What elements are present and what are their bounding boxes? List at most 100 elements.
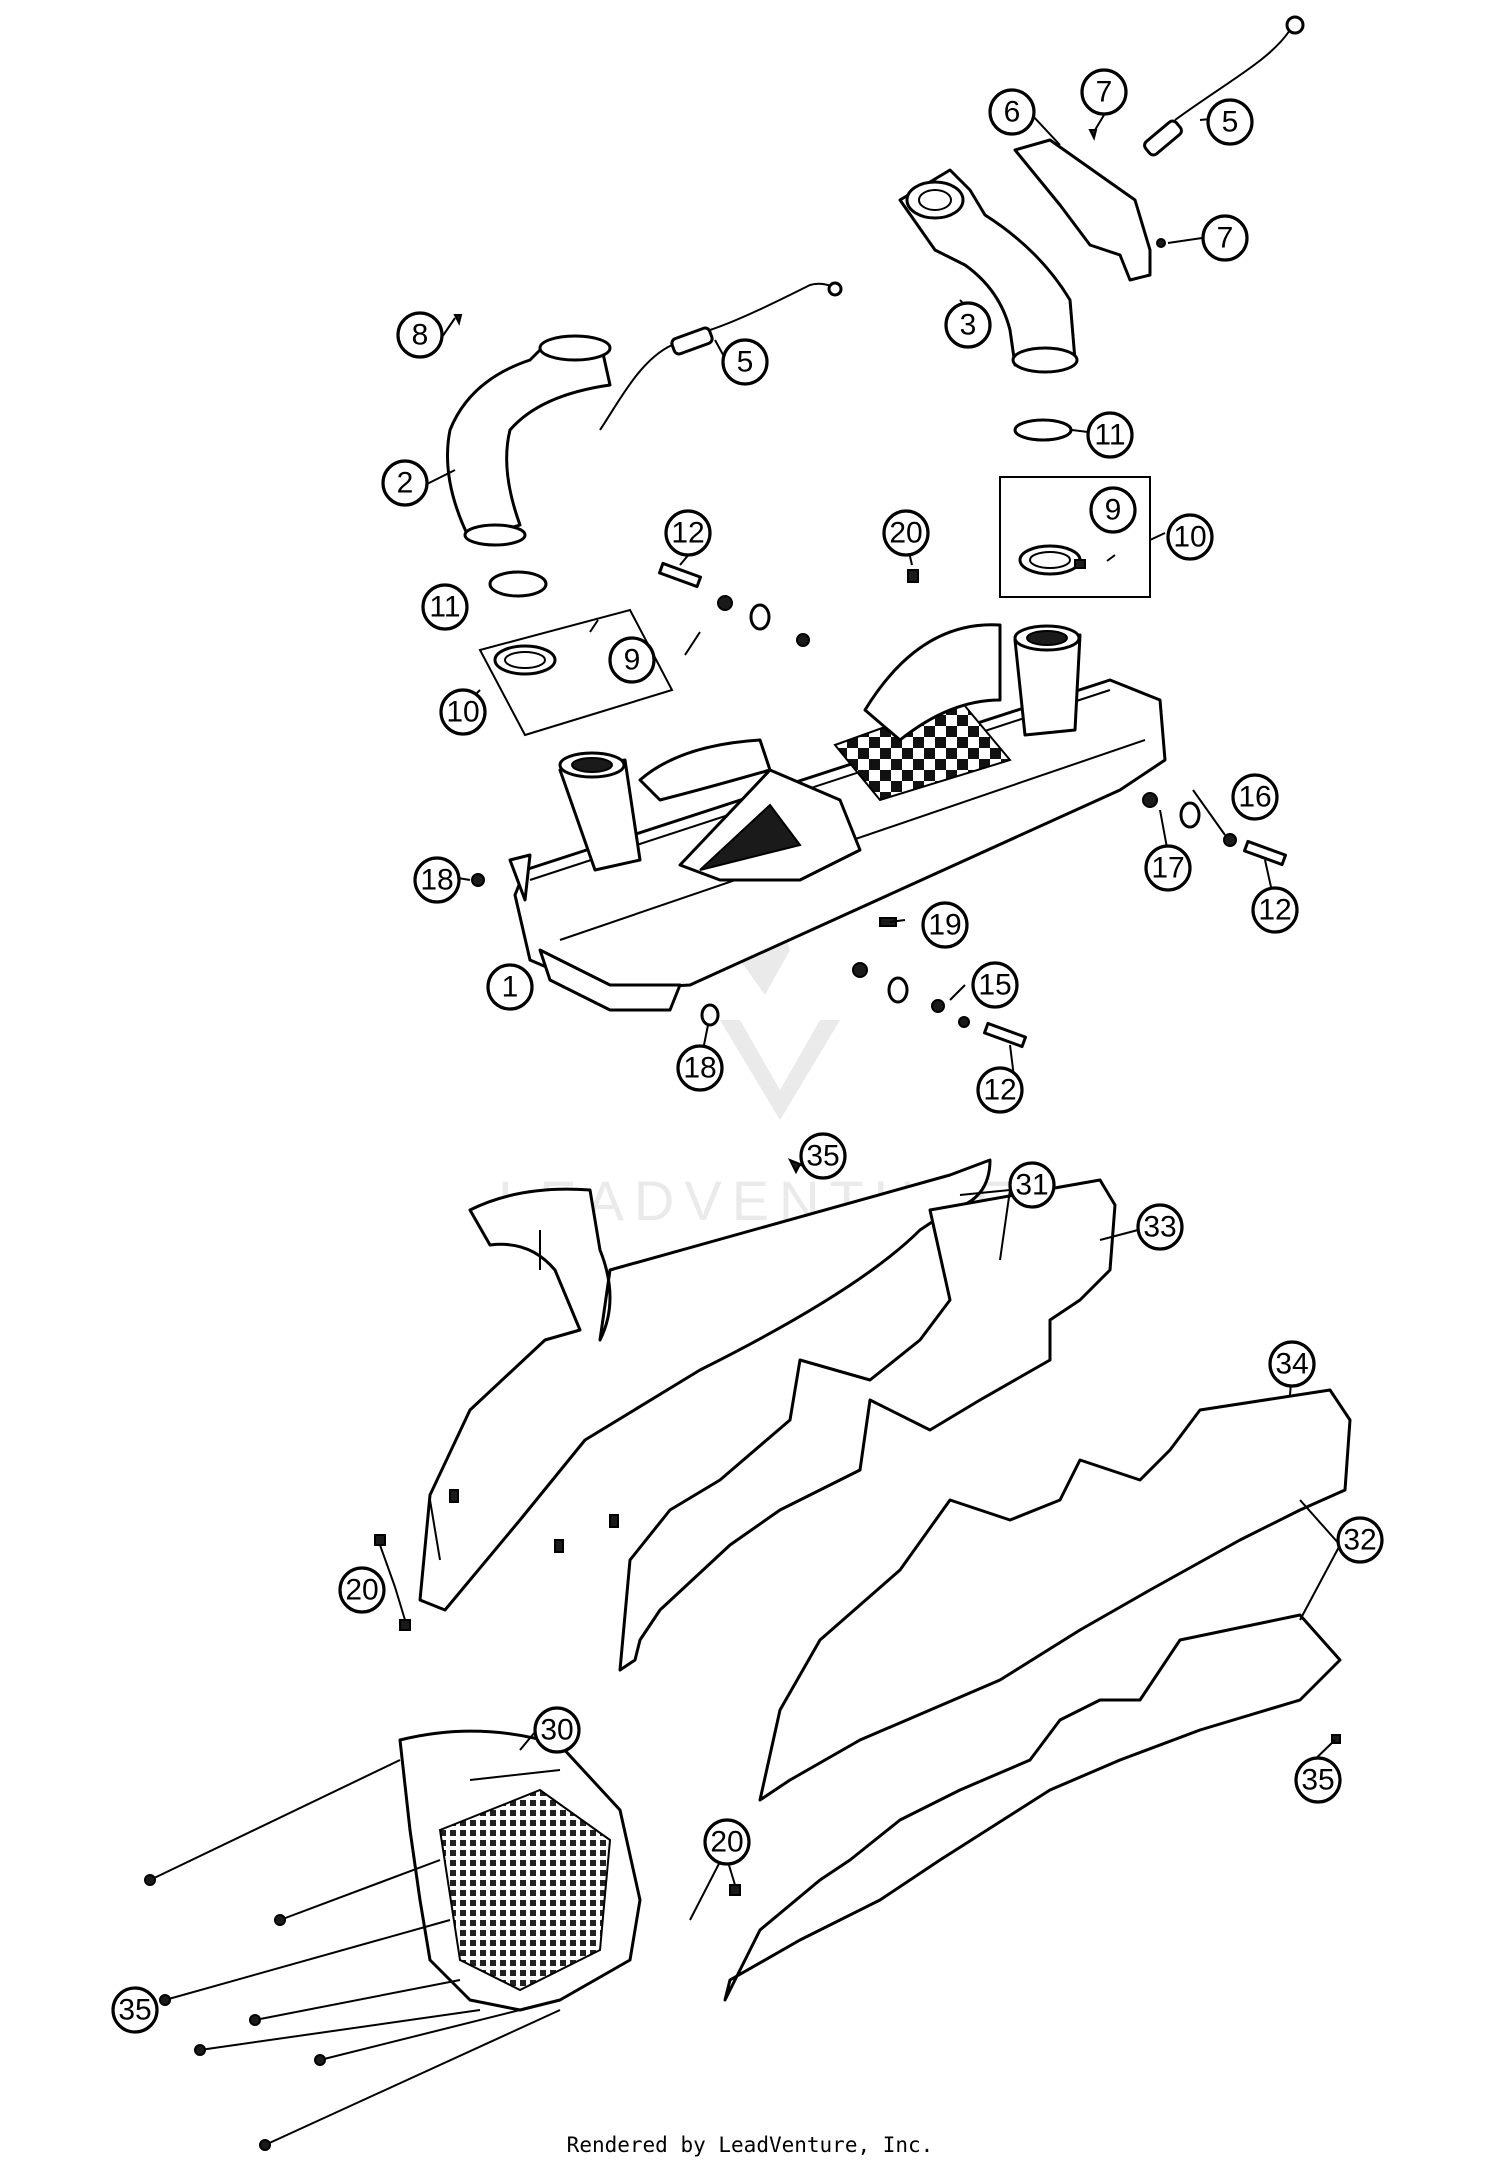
callout-16: 16 — [1231, 773, 1279, 821]
callout-7-right: 7 — [1201, 214, 1249, 262]
svg-text:19: 19 — [928, 909, 961, 942]
svg-text:10: 10 — [1173, 521, 1206, 554]
footer-credit: Rendered by LeadVenture, Inc. — [566, 2133, 934, 2157]
svg-text:16: 16 — [1238, 781, 1271, 814]
callout-20-left: 20 — [338, 1566, 386, 1614]
callout-10-right: 10 — [1166, 513, 1214, 561]
callout-2: 2 — [381, 459, 429, 507]
part-1-muffler — [508, 623, 1167, 1012]
svg-text:30: 30 — [540, 1714, 573, 1747]
callout-1: 1 — [486, 963, 534, 1011]
svg-text:9: 9 — [1105, 494, 1122, 527]
fastener-stack-upper — [657, 561, 810, 647]
callout-12-bottom: 12 — [976, 1066, 1024, 1114]
svg-text:3: 3 — [960, 309, 977, 342]
callout-17: 17 — [1144, 844, 1192, 892]
part-2-exhaust-pipe — [446, 334, 612, 547]
callout-31: 31 — [1008, 1161, 1056, 1209]
part-7-bolt-right — [1156, 238, 1166, 248]
svg-text:12: 12 — [1258, 894, 1291, 927]
svg-text:18: 18 — [420, 864, 453, 897]
callout-10-left: 10 — [439, 688, 487, 736]
callout-6: 6 — [988, 88, 1036, 136]
svg-text:17: 17 — [1151, 852, 1184, 885]
svg-text:33: 33 — [1143, 1211, 1176, 1244]
callout-20-bottom: 20 — [703, 1818, 751, 1866]
svg-text:11: 11 — [429, 591, 460, 624]
part-35-bolt-top — [787, 1158, 802, 1175]
callout-35-right: 35 — [1294, 1756, 1342, 1804]
callout-11-right: 11 — [1086, 411, 1134, 459]
callout-19: 19 — [921, 901, 969, 949]
part-5-sensor-left — [599, 281, 843, 431]
svg-text:20: 20 — [889, 517, 922, 550]
part-34-panel — [758, 1388, 1352, 1802]
part-10-clamp-box-left — [478, 608, 674, 737]
callout-34: 34 — [1268, 1340, 1316, 1388]
svg-text:32: 32 — [1343, 1524, 1376, 1557]
part-20-clip-left — [374, 1534, 386, 1546]
part-18-nut-left — [471, 873, 485, 887]
callout-9-right: 9 — [1089, 486, 1137, 534]
callout-11-left: 11 — [421, 583, 469, 631]
callout-18-left: 18 — [413, 856, 461, 904]
part-10-clamp-box-right — [999, 476, 1151, 598]
part-33-panel — [618, 1178, 1117, 1672]
svg-text:2: 2 — [397, 467, 414, 500]
callout-12-top: 12 — [664, 509, 712, 557]
svg-text:8: 8 — [412, 319, 429, 352]
part-5-sensor-right — [1143, 15, 1305, 157]
callout-3: 3 — [944, 301, 992, 349]
svg-text:18: 18 — [683, 1052, 716, 1085]
part-20-clip-left-lower — [399, 1619, 411, 1631]
callout-20-top: 20 — [882, 509, 930, 557]
part-3-exhaust-pipe — [898, 168, 1079, 374]
svg-text:35: 35 — [806, 1140, 839, 1173]
svg-text:20: 20 — [345, 1574, 378, 1607]
part-32-lower-cover — [723, 1613, 1342, 2002]
part-35-bolt-fan — [144, 1759, 561, 2151]
svg-text:12: 12 — [671, 517, 704, 550]
callout-5-left: 5 — [721, 338, 769, 386]
svg-text:34: 34 — [1275, 1348, 1308, 1381]
svg-text:7: 7 — [1217, 222, 1234, 255]
svg-text:20: 20 — [710, 1826, 743, 1859]
svg-text:5: 5 — [737, 346, 754, 379]
svg-text:35: 35 — [118, 1994, 151, 2027]
svg-text:12: 12 — [983, 1074, 1016, 1107]
svg-text:15: 15 — [978, 969, 1011, 1002]
fastener-stack-lower — [852, 962, 1028, 1049]
part-11-gasket-right — [1013, 418, 1073, 442]
part-20-clip-top — [907, 569, 919, 583]
callout-18-bottom: 18 — [676, 1044, 724, 1092]
part-7-bolt-top — [1088, 129, 1098, 141]
callout-15: 15 — [971, 961, 1019, 1009]
part-8-bolt — [453, 314, 463, 326]
callout-5-right: 5 — [1206, 98, 1254, 146]
part-6-heat-shield — [1013, 138, 1152, 282]
part-18-nut-bottom — [700, 1003, 720, 1027]
svg-text:31: 31 — [1015, 1169, 1048, 1202]
callout-35-top: 35 — [799, 1132, 847, 1180]
callout-8: 8 — [396, 311, 444, 359]
part-11-gasket-left — [488, 570, 548, 598]
svg-text:7: 7 — [1096, 76, 1113, 109]
callout-9-left: 9 — [608, 636, 656, 684]
svg-text:6: 6 — [1004, 96, 1021, 129]
fastener-stack-right — [1142, 792, 1288, 867]
callout-33: 33 — [1136, 1203, 1184, 1251]
part-19-clip — [879, 917, 897, 927]
svg-text:35: 35 — [1301, 1764, 1334, 1797]
svg-text:11: 11 — [1094, 419, 1125, 452]
callout-35-left: 35 — [111, 1986, 159, 2034]
part-20-clip-bottom — [729, 1884, 741, 1896]
callout-30: 30 — [533, 1706, 581, 1754]
callout-12-right: 12 — [1251, 886, 1299, 934]
svg-text:10: 10 — [446, 696, 479, 729]
svg-text:9: 9 — [624, 644, 641, 677]
svg-text:5: 5 — [1222, 106, 1239, 139]
part-30-guard — [398, 1729, 642, 2012]
callout-32: 32 — [1336, 1516, 1384, 1564]
svg-text:1: 1 — [502, 971, 519, 1004]
